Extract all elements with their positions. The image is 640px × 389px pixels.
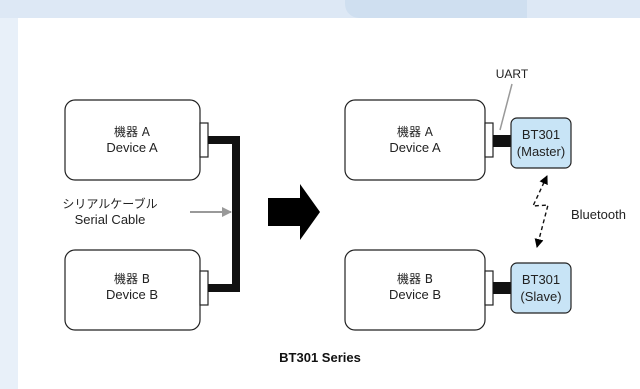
diagram-caption: BT301 Series <box>279 350 361 365</box>
left-device-b-label-en: Device B <box>106 287 158 302</box>
cable-label-en: Serial Cable <box>75 212 146 227</box>
bluetooth-label: Bluetooth <box>571 207 626 222</box>
bt301-slave-role: (Slave) <box>520 289 561 304</box>
bt301-master-label: BT301 <box>522 127 560 142</box>
right-device-b-label-en: Device B <box>389 287 441 302</box>
bt301-master-module <box>510 117 572 169</box>
right-device-a-label-en: Device A <box>389 140 441 155</box>
left-serial-setup: 機器 A Device A 機器 B Device B シリアルケーブル Ser… <box>62 99 240 331</box>
bt301-slave-module <box>510 262 572 314</box>
left-device-b-connector <box>199 270 209 306</box>
right-device-a-label-jp: 機器 A <box>397 124 434 139</box>
bluetooth-link <box>531 175 549 248</box>
left-device-a-label-jp: 機器 A <box>114 124 151 139</box>
uart-label: UART <box>496 67 529 81</box>
uart-pointer-line <box>499 83 513 131</box>
bt301-slave-label: BT301 <box>522 272 560 287</box>
left-device-a-connector <box>199 122 209 158</box>
bt301-master-role: (Master) <box>517 144 565 159</box>
right-device-b-connector <box>484 270 494 306</box>
top-tab-shape <box>345 0 527 18</box>
slave-link-stub <box>493 282 511 294</box>
cable-label-jp: シリアルケーブル <box>62 196 157 211</box>
right-bluetooth-setup: 機器 A Device A BT301 (Master) UART 機器 B D… <box>344 67 626 331</box>
master-link-stub <box>493 135 511 147</box>
serial-cable <box>208 136 240 292</box>
left-device-b-label-jp: 機器 B <box>114 271 150 286</box>
transition-arrow <box>268 184 320 240</box>
right-device-a-connector <box>484 122 494 158</box>
right-device-b-label-jp: 機器 B <box>397 271 433 286</box>
left-device-a-label-en: Device A <box>106 140 158 155</box>
